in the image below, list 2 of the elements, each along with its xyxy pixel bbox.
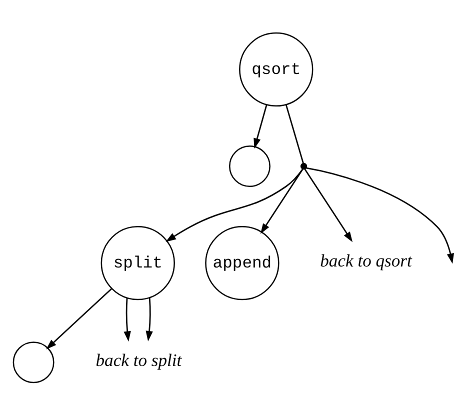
node-text: back to qsort: [320, 250, 412, 270]
node-text: back to split: [96, 350, 182, 370]
